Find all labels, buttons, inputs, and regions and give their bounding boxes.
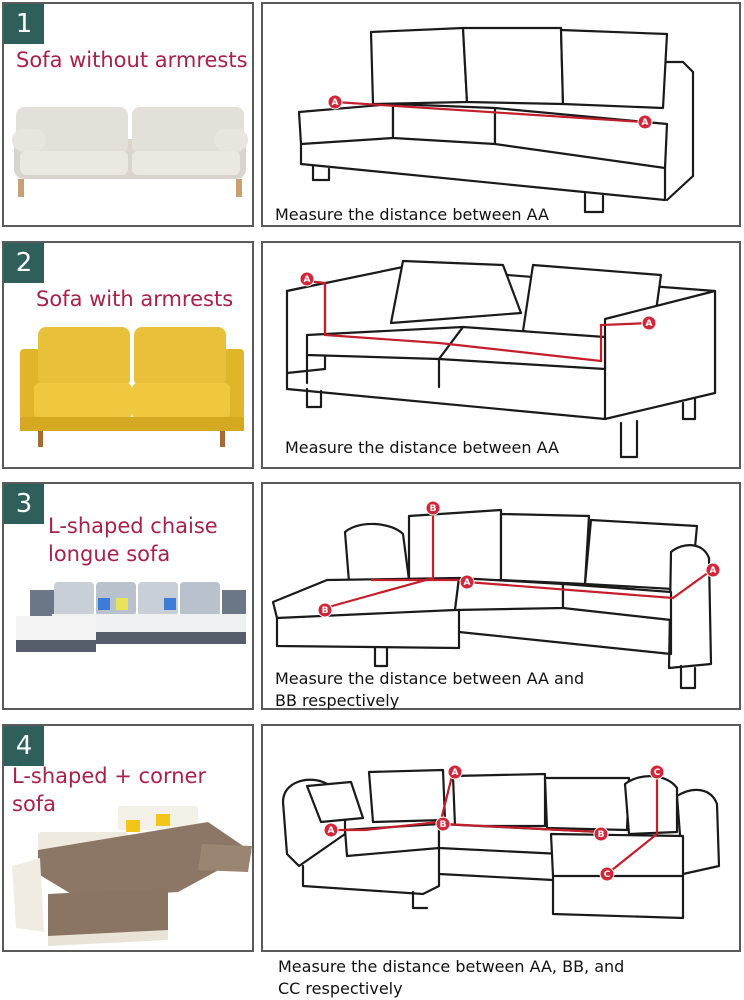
- marker-b: B: [425, 500, 441, 516]
- step-number-badge: 3: [4, 484, 44, 524]
- title-line: L-shaped + corner sofa: [12, 764, 207, 816]
- step-number-badge: 2: [4, 243, 44, 283]
- measure-diagram-panel-3: B B A A Measure the distance between AA …: [261, 482, 741, 710]
- svg-text:B: B: [322, 606, 329, 616]
- caption-line: Measure the distance between AA, BB, and: [278, 957, 625, 976]
- title-line: L-shaped chaise: [48, 514, 218, 538]
- sofa-type-panel-2: 2 Sofa with armrests: [2, 241, 254, 469]
- sofa-line-drawing-icon: A A: [297, 26, 695, 214]
- svg-text:A: A: [710, 566, 717, 576]
- marker-b: B: [317, 602, 333, 618]
- svg-text:C: C: [654, 768, 661, 778]
- marker-b: B: [435, 816, 451, 832]
- sofa-type-title: L-shaped chaise longue sofa: [48, 512, 218, 568]
- caption-line: Measure the distance between AA: [275, 205, 549, 224]
- sofa-photo-icon: [12, 107, 248, 197]
- step-number-badge: 1: [4, 4, 44, 44]
- marker-a: A: [637, 114, 653, 130]
- sofa-line-drawing-icon: B B A A: [271, 500, 721, 690]
- marker-a: A: [327, 94, 343, 110]
- svg-text:A: A: [328, 826, 335, 836]
- sofa-photo-icon: [16, 582, 246, 652]
- sofa-line-drawing-icon: A A: [285, 259, 717, 459]
- sofa-line-drawing-icon: A A B B C C: [281, 764, 721, 920]
- sofa-type-panel-3: 3 L-shaped chaise longue sofa: [2, 482, 254, 710]
- title-line: Sofa with armrests: [36, 287, 234, 311]
- marker-a: A: [459, 574, 475, 590]
- sofa-photo-icon: [12, 806, 252, 946]
- measure-caption: Measure the distance between AA: [275, 204, 549, 226]
- svg-text:B: B: [430, 504, 437, 514]
- measure-diagram-panel-4: A A B B C C: [261, 724, 741, 952]
- sofa-type-title: Sofa without armrests: [16, 46, 248, 74]
- marker-c: C: [649, 764, 665, 780]
- caption-line: Measure the distance between AA: [285, 438, 559, 457]
- marker-b: B: [593, 826, 609, 842]
- sofa-type-title: Sofa with armrests: [36, 285, 233, 313]
- marker-a: A: [705, 562, 721, 578]
- caption-line: CC respectively: [278, 979, 403, 998]
- step-number-badge: 4: [4, 726, 44, 766]
- sofa-type-panel-1: 1 Sofa without armrests: [2, 2, 254, 227]
- svg-text:B: B: [598, 830, 605, 840]
- svg-text:A: A: [642, 118, 649, 128]
- title-line: longue sofa: [48, 542, 171, 566]
- caption-line: BB respectively: [275, 691, 400, 710]
- svg-text:A: A: [646, 319, 653, 329]
- sofa-photo-icon: [20, 327, 244, 447]
- measure-caption: Measure the distance between AA and BB r…: [275, 668, 584, 712]
- marker-a: A: [447, 764, 463, 780]
- marker-a: A: [299, 271, 315, 287]
- sofa-type-panel-4: 4 L-shaped + corner sofa: [2, 724, 254, 952]
- measure-diagram-panel-2: A A Measure the distance between AA: [261, 241, 741, 469]
- marker-c: C: [599, 866, 615, 882]
- measure-diagram-panel-1: A A Measure the distance between AA: [261, 2, 741, 227]
- svg-text:B: B: [440, 820, 447, 830]
- marker-a: A: [323, 822, 339, 838]
- svg-text:A: A: [332, 98, 339, 108]
- svg-text:A: A: [464, 578, 471, 588]
- caption-line: Measure the distance between AA and: [275, 669, 585, 688]
- measure-caption: Measure the distance between AA: [285, 437, 559, 459]
- title-line: Sofa without armrests: [16, 48, 248, 72]
- svg-text:A: A: [452, 768, 459, 778]
- marker-a: A: [641, 315, 657, 331]
- sofa-type-title: L-shaped + corner sofa: [12, 762, 252, 818]
- svg-text:C: C: [604, 870, 611, 880]
- svg-text:A: A: [304, 275, 311, 285]
- measure-caption: Measure the distance between AA, BB, and…: [278, 956, 624, 1000]
